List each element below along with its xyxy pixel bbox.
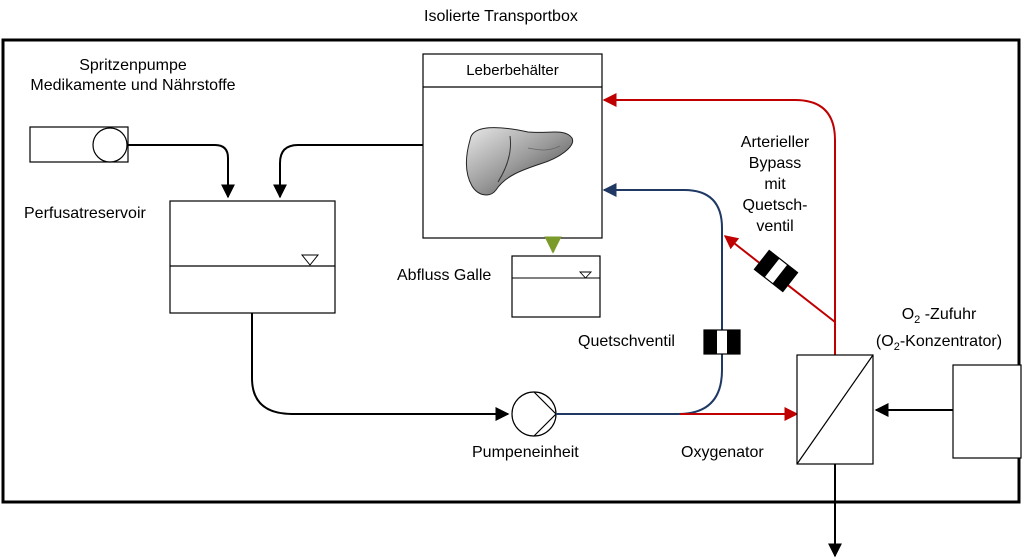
- pump-unit-label: Pumpeneinheit: [472, 444, 579, 461]
- perfusate-reservoir: [169, 200, 336, 314]
- o2-supply-line1-prefix: O: [901, 306, 915, 323]
- syringe-pump-label-line2: Medikamente und Nährstoffe: [30, 77, 236, 94]
- syringe-pump-label-line1: Spritzenpumpe: [79, 57, 187, 74]
- bile-drain-container: [511, 255, 601, 318]
- o2-supply-line1-sub: 2: [914, 314, 921, 327]
- oxygenator: [796, 354, 874, 465]
- o2-supply-line2: (O2-Konzentrator): [858, 331, 1020, 358]
- pinch-valve: [703, 329, 741, 355]
- o2-supply-line2-sub: 2: [893, 341, 900, 354]
- bypass-label-line5: ventil: [756, 218, 794, 235]
- arterial-line: [602, 93, 836, 355]
- bypass-label-line4: Quetsch-: [742, 197, 808, 214]
- liver-return-line: [273, 144, 423, 199]
- bile-drain-label: Abfluss Galle: [397, 267, 492, 284]
- pinch-valve-label: Quetschventil: [578, 333, 675, 350]
- bypass-label-line3: mit: [764, 176, 786, 193]
- transport-box-title: Isolierte Transportbox: [424, 8, 578, 25]
- liver-illustration: [466, 127, 574, 196]
- bypass-label: Arterieller Bypass mit Quetsch- ventil: [720, 132, 830, 237]
- o2-supply-line1-suffix: -Zufuhr: [920, 306, 977, 323]
- o2-supply-line1: O2 -Zufuhr: [858, 304, 1020, 331]
- liver-container-label: Leberbehälter: [466, 62, 559, 79]
- transport-box: [1, 38, 1021, 504]
- bypass-pinch-valve: [753, 249, 799, 293]
- oxygenator-label: Oxygenator: [681, 444, 764, 461]
- syringe-line: [128, 144, 235, 199]
- pump-unit: [511, 391, 557, 437]
- venous-line: [556, 183, 723, 415]
- bypass-label-line1: Arterieller: [740, 134, 810, 151]
- o2-supply-line2-suffix: -Konzentrator): [899, 333, 1003, 351]
- bypass-label-line2: Bypass: [748, 155, 802, 172]
- syringe-pump-label: Spritzenpumpe Medikamente und Nährstoffe: [7, 56, 259, 96]
- o2-supply-label: O2 -Zufuhr (O2-Konzentrator): [858, 304, 1020, 358]
- reservoir-label: Perfusatreservoir: [24, 205, 146, 222]
- o2-supply-line2-prefix: (O: [875, 333, 894, 351]
- syringe-pump: [29, 126, 129, 163]
- reservoir-to-pump-line: [251, 313, 510, 421]
- o2-concentrator: [952, 364, 1022, 459]
